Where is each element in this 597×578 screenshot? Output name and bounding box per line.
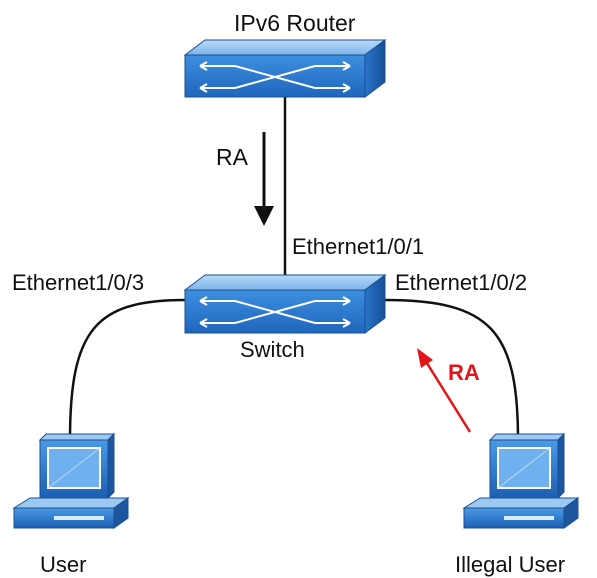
user-computer-icon — [12, 432, 130, 529]
port-right-label: Ethernet1/0/2 — [395, 270, 528, 295]
switch-device — [183, 274, 387, 334]
ra-label: RA — [216, 144, 248, 170]
router-device — [183, 39, 387, 98]
illegal-user-computer-icon — [462, 432, 580, 529]
user-label: User — [40, 552, 87, 577]
left-cable — [68, 298, 186, 441]
rogue-ra-arrow — [417, 348, 472, 433]
rogue-ra-label: RA — [448, 360, 480, 385]
ra-downward-arrow — [254, 132, 274, 226]
switch-label: Switch — [240, 337, 305, 362]
right-cable — [384, 298, 520, 441]
port-uplink-label: Ethernet1/0/1 — [292, 234, 425, 259]
router-crossing-arrows-icon — [199, 61, 351, 93]
router-label: IPv6 Router — [234, 10, 356, 36]
switch-crossing-arrows-icon — [199, 296, 351, 328]
illegal-user-label: Illegal User — [455, 552, 566, 577]
port-left-label: Ethernet1/0/3 — [12, 270, 145, 295]
